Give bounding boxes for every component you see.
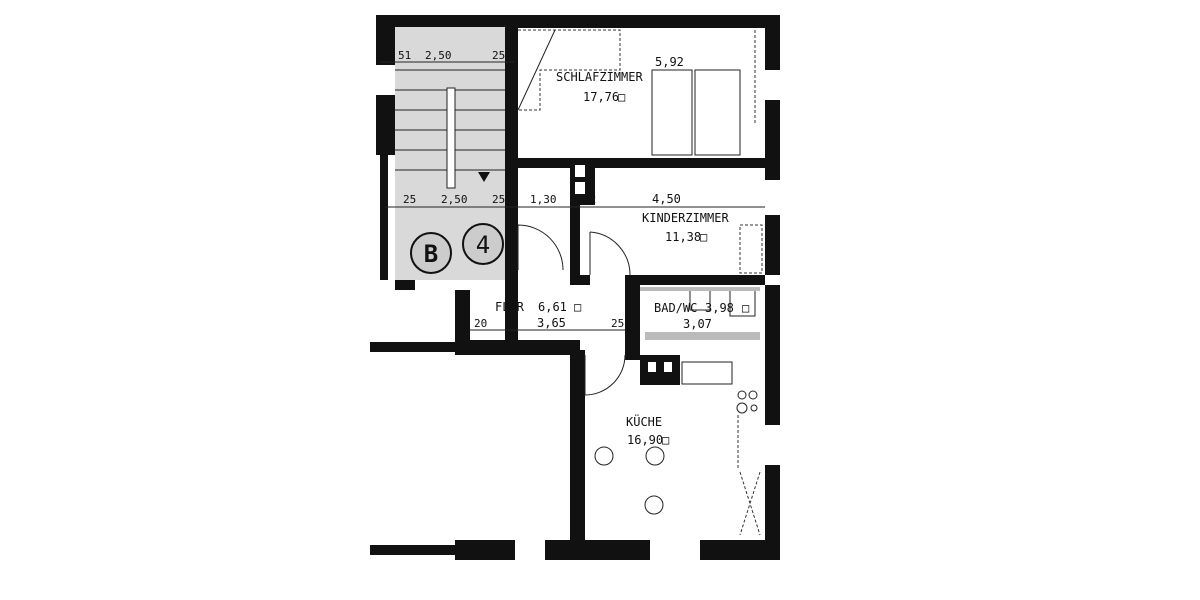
- dim-hall-width: 1,30: [530, 193, 557, 206]
- dim-25-right: 25: [492, 193, 505, 206]
- dimension-line-middle: 25 2,50 25 1,30 12: [385, 193, 765, 208]
- svg-text:□: □: [742, 301, 749, 315]
- building-marker: B: [410, 232, 452, 274]
- svg-text:4: 4: [476, 231, 490, 259]
- dim-25-flur: 25: [611, 317, 624, 330]
- flur-name: FLUR: [495, 300, 525, 314]
- schlafzimmer-area: 17,76: [583, 90, 619, 104]
- bad-name: BAD/WC: [654, 301, 697, 315]
- furniture: [517, 29, 763, 536]
- room-schlafzimmer: 5,92 SCHLAFZIMMER 17,76 □: [556, 55, 684, 104]
- kinderzimmer-area: 11,38: [665, 230, 701, 244]
- dim-20: 20: [474, 317, 487, 330]
- kueche-name: KÜCHE: [626, 413, 662, 429]
- flur-area: 6,61: [538, 300, 567, 314]
- room-flur: FLUR 6,61 □ 3,65 20 25: [470, 300, 625, 331]
- room-kinderzimmer: 4,50 KINDERZIMMER 11,38 □: [642, 192, 729, 244]
- unit-marker: 4: [462, 223, 504, 265]
- kinderzimmer-width: 4,50: [652, 192, 681, 206]
- dim-2-50-bottom: 2,50: [441, 193, 468, 206]
- dim-25-left: 25: [403, 193, 416, 206]
- bad-area: 3,98: [705, 301, 734, 315]
- svg-text:B: B: [424, 240, 438, 268]
- dim-51: 51: [398, 49, 411, 62]
- walls: [370, 15, 780, 560]
- dim-12: 12: [583, 193, 596, 206]
- svg-text:□: □: [574, 300, 581, 314]
- room-kueche: KÜCHE 16,90 □: [626, 413, 669, 447]
- svg-text:□: □: [662, 433, 669, 447]
- stair-steps: [395, 69, 507, 189]
- svg-text:□: □: [618, 90, 625, 104]
- schlafzimmer-name: SCHLAFZIMMER: [556, 70, 643, 84]
- schlafzimmer-width: 5,92: [655, 55, 684, 69]
- bad-width: 3,07: [683, 317, 712, 331]
- kueche-area: 16,90: [627, 433, 663, 447]
- svg-text:□: □: [700, 230, 707, 244]
- kinderzimmer-name: KINDERZIMMER: [642, 211, 729, 225]
- flur-width: 3,65: [537, 316, 566, 330]
- dim-2-50-top: 2,50: [425, 49, 452, 62]
- door-swings: [517, 224, 631, 396]
- dim-25-top: 25: [492, 49, 505, 62]
- room-bad-wc: BAD/WC 3,98 □ 3,07: [654, 301, 749, 331]
- dimension-line-top: 51 2,50 25: [380, 49, 515, 63]
